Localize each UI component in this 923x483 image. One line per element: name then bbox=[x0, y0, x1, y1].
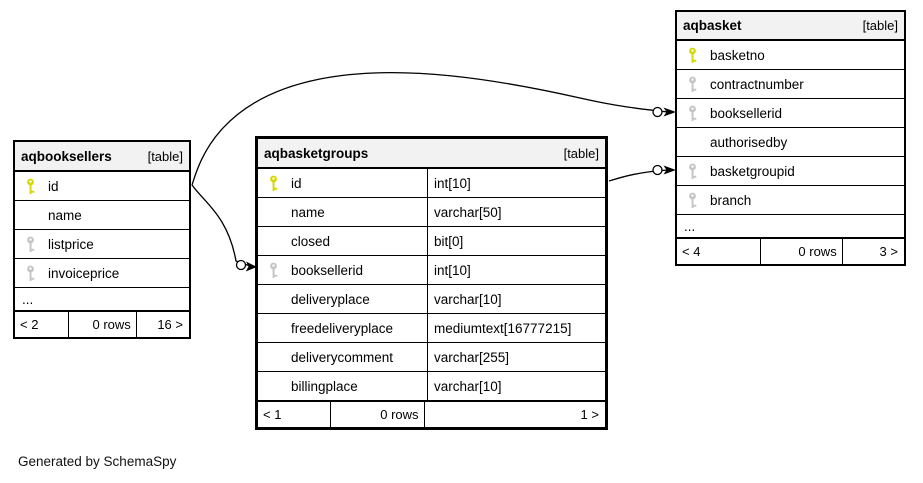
column-type: mediumtext[16777215] bbox=[434, 320, 572, 336]
table-title[interactable]: aqbasketgroups bbox=[264, 145, 369, 161]
column-row-name: name bbox=[15, 201, 189, 230]
column-name: closed bbox=[291, 233, 331, 249]
table-footer: < 1 0 rows 1 > bbox=[258, 401, 605, 427]
column-row-booksellerid: booksellerid bbox=[677, 99, 904, 128]
column-name: contractnumber bbox=[710, 76, 804, 92]
table-footer: < 2 0 rows 16 > bbox=[15, 311, 189, 337]
table-type-badge: [table] bbox=[862, 18, 898, 33]
primary-key-icon bbox=[687, 47, 704, 64]
row-count: 0 rows bbox=[69, 312, 137, 337]
column-name: branch bbox=[710, 192, 752, 208]
column-row-listprice: listprice bbox=[15, 230, 189, 259]
edge-arrowhead-icon bbox=[663, 165, 676, 175]
pager-prev[interactable]: < 2 bbox=[15, 312, 69, 337]
table-type-badge: [table] bbox=[563, 145, 599, 161]
table-title[interactable]: aqbasket bbox=[683, 18, 742, 33]
column-row-name: name varchar[50] bbox=[258, 198, 605, 227]
pager-next[interactable]: 1 > bbox=[580, 407, 599, 422]
table-header: aqbooksellers [table] bbox=[15, 142, 189, 172]
column-name: authorisedby bbox=[710, 134, 788, 150]
column-row-authorisedby: authorisedby bbox=[677, 128, 904, 157]
row-count: 0 rows bbox=[761, 239, 843, 264]
column-type: varchar[255] bbox=[434, 349, 510, 365]
table-header: aqbasketgroups [table] bbox=[258, 139, 605, 169]
column-row-deliveryplace: deliveryplace varchar[10] bbox=[258, 285, 605, 314]
column-row-invoiceprice: invoiceprice bbox=[15, 259, 189, 288]
table-aqbasket[interactable]: aqbasket [table] basketno contractnumber… bbox=[675, 10, 906, 266]
edge-endpoint-circle bbox=[652, 164, 663, 176]
column-row-id: id int[10] bbox=[258, 169, 605, 198]
column-row-contractnumber: contractnumber bbox=[677, 70, 904, 99]
column-name: name bbox=[291, 204, 325, 220]
column-row-billingplace: billingplace varchar[10] bbox=[258, 372, 605, 401]
foreign-key-icon bbox=[687, 163, 704, 180]
column-row-closed: closed bit[0] bbox=[258, 227, 605, 256]
edge-endpoint-circle bbox=[235, 259, 247, 271]
table-footer: < 4 0 rows 3 > bbox=[677, 238, 904, 264]
pager-prev[interactable]: < 1 bbox=[258, 402, 331, 427]
column-name: basketno bbox=[710, 47, 765, 63]
column-type: bit[0] bbox=[434, 233, 464, 249]
foreign-key-icon bbox=[687, 105, 704, 122]
edge-arrowhead-icon bbox=[245, 261, 257, 272]
foreign-key-icon bbox=[268, 262, 285, 279]
table-aqbooksellers[interactable]: aqbooksellers [table] id name listprice … bbox=[13, 140, 191, 339]
column-name: deliveryplace bbox=[291, 291, 370, 307]
table-title[interactable]: aqbooksellers bbox=[21, 148, 112, 164]
column-type: varchar[10] bbox=[434, 291, 502, 307]
column-type: varchar[50] bbox=[434, 204, 502, 220]
column-name: booksellerid bbox=[710, 105, 783, 121]
column-name: id bbox=[48, 178, 59, 194]
table-type-badge: [table] bbox=[147, 148, 183, 164]
foreign-key-icon bbox=[25, 265, 42, 282]
columns-ellipsis-row: ... bbox=[677, 215, 904, 238]
column-type: varchar[10] bbox=[434, 378, 502, 394]
primary-key-icon bbox=[268, 175, 285, 192]
column-name: billingplace bbox=[291, 378, 358, 394]
foreign-key-icon bbox=[25, 236, 42, 253]
column-name: invoiceprice bbox=[48, 265, 120, 281]
foreign-key-icon bbox=[687, 192, 704, 209]
table-header: aqbasket [table] bbox=[677, 12, 904, 41]
table-aqbasketgroups[interactable]: aqbasketgroups [table] id int[10] name v… bbox=[255, 136, 608, 430]
columns-ellipsis-row: ... bbox=[15, 288, 189, 311]
column-name: listprice bbox=[48, 236, 94, 252]
column-row-id: id bbox=[15, 172, 189, 201]
edge-arrowhead-icon bbox=[663, 107, 676, 117]
column-row-branch: branch bbox=[677, 186, 904, 215]
row-count: 0 rows bbox=[331, 402, 425, 427]
pager-prev[interactable]: < 4 bbox=[677, 239, 761, 264]
column-name: id bbox=[291, 175, 302, 191]
ellipsis-text: ... bbox=[22, 291, 34, 307]
column-type: int[10] bbox=[434, 175, 471, 191]
column-row-deliverycomment: deliverycomment varchar[255] bbox=[258, 343, 605, 372]
primary-key-icon bbox=[25, 178, 42, 195]
column-row-basketno: basketno bbox=[677, 41, 904, 70]
column-name: booksellerid bbox=[291, 262, 364, 278]
edge-endpoint-circle bbox=[652, 106, 663, 118]
edge-aqbooksellers-id-to-aqbasketgroups-booksellerid bbox=[191, 184, 251, 267]
pager-next[interactable]: 3 > bbox=[879, 244, 898, 259]
ellipsis-text: ... bbox=[684, 218, 696, 234]
column-row-basketgroupid: basketgroupid bbox=[677, 157, 904, 186]
edge-aqbooksellers-id-to-aqbasket-booksellerid bbox=[191, 71, 669, 186]
column-name: deliverycomment bbox=[291, 349, 394, 365]
column-row-booksellerid: booksellerid int[10] bbox=[258, 256, 605, 285]
column-name: basketgroupid bbox=[710, 163, 795, 179]
column-row-freedeliveryplace: freedeliveryplace mediumtext[16777215] bbox=[258, 314, 605, 343]
column-name: name bbox=[48, 207, 82, 223]
column-name: freedeliveryplace bbox=[291, 320, 394, 336]
column-type: int[10] bbox=[434, 262, 471, 278]
pager-next[interactable]: 16 > bbox=[157, 317, 183, 332]
foreign-key-icon bbox=[687, 76, 704, 93]
generated-by-note: Generated by SchemaSpy bbox=[18, 454, 177, 469]
